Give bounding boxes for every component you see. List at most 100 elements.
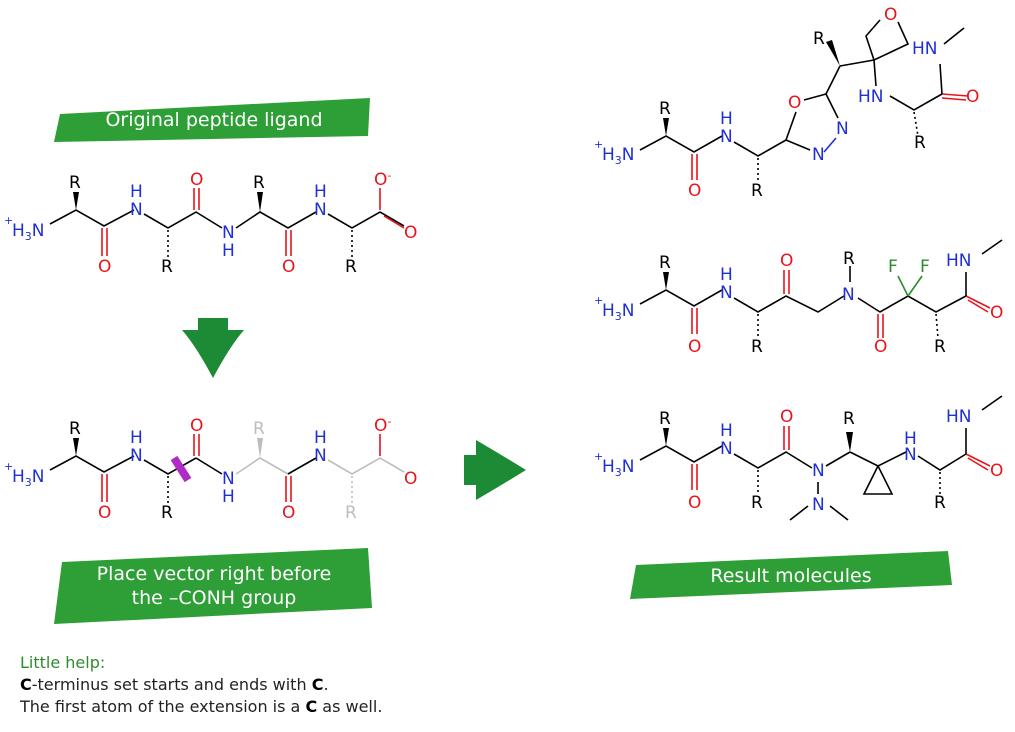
atom-N: N <box>222 223 235 243</box>
atom-O: O <box>780 407 793 427</box>
atom-N: N <box>222 469 235 489</box>
atom-N: N <box>130 446 143 466</box>
atom-O-minus: O- <box>374 415 391 436</box>
atom-R: R <box>253 173 265 193</box>
atom-O: O <box>282 503 295 523</box>
atom-O: O <box>98 257 111 277</box>
atom-R: R <box>751 337 763 357</box>
help-text: . <box>323 675 329 694</box>
atom-N: N <box>812 461 825 481</box>
atom-N: N <box>812 495 825 515</box>
atom-N: N <box>720 127 733 147</box>
atom-charge: + <box>4 460 13 473</box>
molecule-original-peptide: + H3N R O H N R O N H R O H N R O- O <box>4 169 417 277</box>
atom-N: N <box>836 119 849 139</box>
help-bold-c: C <box>305 697 318 716</box>
atom-O: O <box>688 181 701 201</box>
atom-N: N <box>720 283 733 303</box>
atom-O: O <box>190 170 203 190</box>
atom-charge: + <box>4 214 13 227</box>
atom-R: R <box>934 493 946 513</box>
banner-result-molecules: Result molecules <box>630 551 952 601</box>
help-bold-c: C <box>20 675 32 694</box>
atom-H: H <box>130 428 143 448</box>
atom-R: R <box>751 181 763 201</box>
vector-marker <box>170 455 192 483</box>
atom-O: O <box>404 469 417 489</box>
atom-R: R <box>69 419 81 439</box>
atom-charge: + <box>594 294 603 307</box>
banner-background <box>630 551 952 599</box>
result-molecule-oxadiazole: + H3N R O H N R O N N R O HN R O <box>594 5 979 201</box>
atom-R: R <box>161 503 173 523</box>
atom-H3N: H3N <box>12 467 45 489</box>
help-line-1: C-terminus set starts and ends with C. <box>20 674 382 696</box>
atom-HN: HN <box>858 87 884 107</box>
atom-H3N: H3N <box>602 145 635 167</box>
atom-R: R <box>843 409 855 429</box>
banner-label: Original peptide ligand <box>105 109 323 131</box>
atom-charge: + <box>594 450 603 463</box>
atom-F: F <box>888 257 898 277</box>
banner-label-line1: Place vector right before <box>96 563 332 585</box>
banner-label-line2: the –CONH group <box>131 587 297 609</box>
atom-H: H <box>720 265 733 285</box>
atom-R: R <box>813 29 825 49</box>
atom-O: O <box>688 493 701 513</box>
atom-O: O <box>884 5 897 25</box>
atom-HN: HN <box>946 251 972 271</box>
help-title: Little help: <box>20 653 106 672</box>
atom-R: R <box>659 253 671 273</box>
atom-H: H <box>720 109 733 129</box>
atom-O-minus: O- <box>374 169 391 190</box>
help-text: -terminus set starts and ends with <box>31 675 312 694</box>
atom-R: R <box>914 133 926 153</box>
atom-H: H <box>314 428 327 448</box>
banner-label: Place vector right before the –CONH grou… <box>97 562 332 610</box>
atom-O: O <box>990 303 1003 323</box>
atom-N: N <box>130 200 143 220</box>
atom-R: R <box>345 257 357 277</box>
help-line-2: The first atom of the extension is a C a… <box>20 696 382 718</box>
atom-H: H <box>222 487 235 507</box>
atom-R: R <box>934 337 946 357</box>
atom-R-faded: R <box>253 419 265 439</box>
atom-R: R <box>161 257 173 277</box>
atom-O: O <box>788 93 801 113</box>
banner-original-peptide: Original peptide ligand <box>54 96 374 144</box>
atom-N: N <box>314 200 327 220</box>
atom-R: R <box>751 493 763 513</box>
molecule-vector-placement: + H3N R O H N R O N H R O H N R O- O <box>4 415 417 523</box>
atom-charge: + <box>594 138 603 151</box>
atom-H: H <box>314 182 327 202</box>
atom-H: H <box>904 429 917 449</box>
atom-O: O <box>190 416 203 436</box>
right-arrow-icon <box>464 440 526 500</box>
atom-O: O <box>780 251 793 271</box>
atom-N: N <box>314 446 327 466</box>
banner-background <box>54 548 372 624</box>
result-molecule-difluoro: + H3N R O H N R O N R O F F R O HN <box>594 239 1003 357</box>
atom-H: H <box>720 421 733 441</box>
banner-label: Result molecules <box>710 565 872 587</box>
atom-R-faded: R <box>345 503 357 523</box>
help-bold-c: C <box>311 675 324 694</box>
atom-R: R <box>659 409 671 429</box>
atom-N: N <box>842 285 855 305</box>
atom-O: O <box>98 503 111 523</box>
atom-N: N <box>812 145 825 165</box>
atom-O: O <box>404 223 417 243</box>
banner-place-vector: Place vector right before the –CONH grou… <box>54 548 374 624</box>
atom-F: F <box>920 257 930 277</box>
atom-O: O <box>966 87 979 107</box>
banner-background <box>54 98 370 142</box>
atom-H3N: H3N <box>12 221 45 243</box>
result-molecule-cyclopropyl: + H3N R O H N R O N N R H N R O HN <box>594 395 1003 521</box>
atom-H3N: H3N <box>602 301 635 323</box>
help-text: The first atom of the extension is a <box>20 697 306 716</box>
atom-R: R <box>69 173 81 193</box>
atom-N: N <box>904 445 917 465</box>
atom-H: H <box>222 241 235 261</box>
atom-H3N: H3N <box>602 457 635 479</box>
